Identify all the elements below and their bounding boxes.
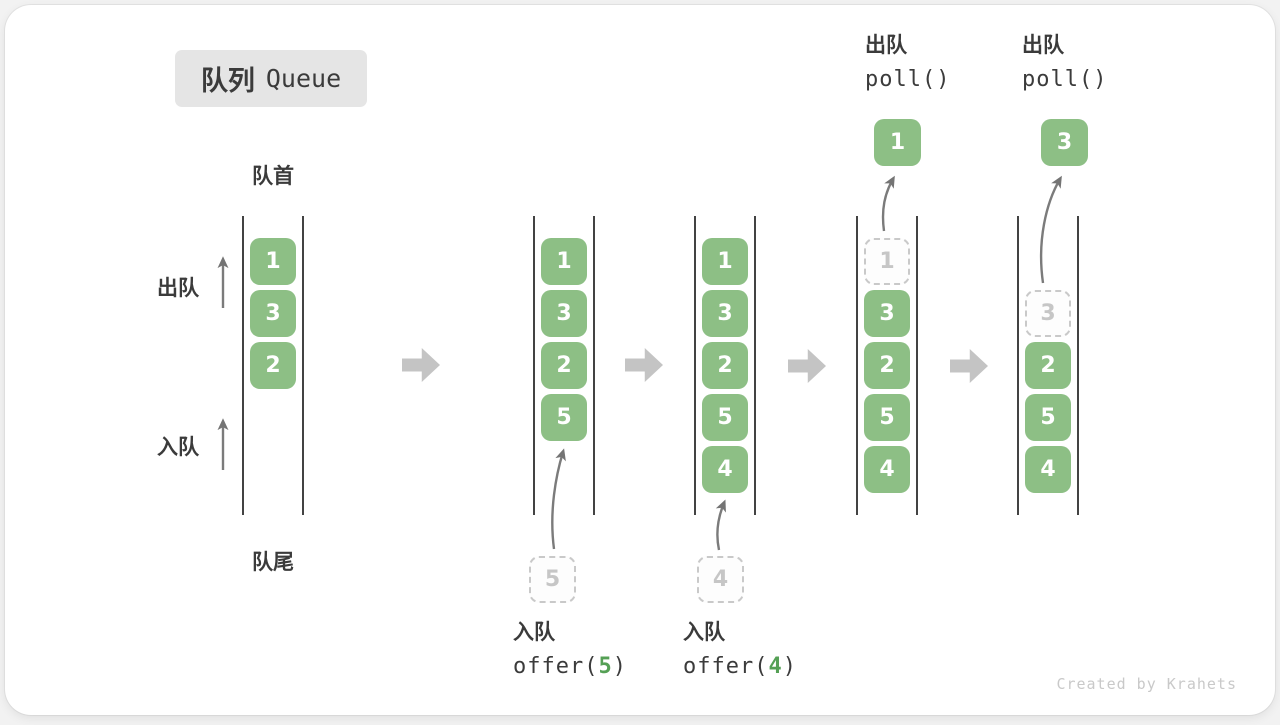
queue-wall-right [916,216,918,515]
enqueue-side-label: 入队 [157,436,199,459]
queue-cell: 2 [250,342,296,389]
dequeue-side-label: 出队 [157,277,199,300]
transition-arrow-icon [402,348,440,382]
queue-cell: 1 [541,238,587,285]
enqueue-caption-label: 入队 [513,621,555,644]
queue-wall-right [754,216,756,515]
queue-wall-left [856,216,858,515]
queue-cell: 4 [1025,446,1071,493]
queue-cell: 2 [1025,342,1071,389]
queue-cell: 4 [864,446,910,493]
queue-cell: 5 [864,394,910,441]
queue-wall-left [242,216,244,515]
poll-caption-1: 出队 poll() [865,35,950,91]
pending-element: 4 [697,556,744,603]
queue-rear-label: 队尾 [252,551,294,574]
poll-caption-label: 出队 [1022,34,1064,57]
enqueue-caption-offer4: 入队 offer(4) [683,622,797,678]
diagram-canvas: 队列 Queue 队首 队尾 出队 入队 1 3 2 1 3 2 5 1 3 2… [5,5,1275,715]
polled-element: 1 [874,119,921,166]
queue-cell: 5 [702,394,748,441]
queue-cell: 1 [250,238,296,285]
queue-cell: 3 [250,290,296,337]
queue-cell: 3 [864,290,910,337]
poll-caption-code: poll() [865,67,951,92]
queue-wall-right [302,216,304,515]
poll-caption-code: poll() [1022,67,1108,92]
queue-state-2: 1 3 2 5 [533,216,595,515]
queue-cell: 2 [702,342,748,389]
transition-arrow-icon [950,349,988,383]
queue-wall-left [1017,216,1019,515]
queue-cell: 5 [1025,394,1071,441]
queue-cell: 3 [541,290,587,337]
queue-wall-left [694,216,696,515]
enqueue-caption-offer5: 入队 offer(5) [513,622,627,678]
poll-caption-2: 出队 poll() [1022,35,1107,91]
enqueue-caption-code: offer(4) [683,654,797,679]
queue-state-3: 1 3 2 5 4 [694,216,756,515]
polled-element: 3 [1041,119,1088,166]
queue-cell: 3 [702,290,748,337]
queue-wall-left [533,216,535,515]
queue-cell-removed: 3 [1025,290,1071,337]
transition-arrow-icon [625,348,663,382]
title-badge: 队列 Queue [175,50,367,107]
queue-state-5: 3 2 5 4 [1017,216,1079,515]
enqueue-caption-code: offer(5) [513,654,627,679]
queue-wall-right [593,216,595,515]
queue-cell: 2 [864,342,910,389]
queue-state-1: 1 3 2 [242,216,304,515]
watermark: Created by Krahets [1056,675,1237,693]
queue-cell: 2 [541,342,587,389]
queue-cell: 5 [541,394,587,441]
pending-element: 5 [529,556,576,603]
title-zh: 队列 [200,66,255,96]
enqueue-caption-label: 入队 [683,621,725,644]
queue-cell: 4 [702,446,748,493]
queue-cell: 1 [702,238,748,285]
queue-state-4: 1 3 2 5 4 [856,216,918,515]
queue-front-label: 队首 [252,165,294,188]
transition-arrow-icon [788,349,826,383]
queue-cell-removed: 1 [864,238,910,285]
poll-caption-label: 出队 [865,34,907,57]
title-en: Queue [265,64,342,93]
queue-wall-right [1077,216,1079,515]
